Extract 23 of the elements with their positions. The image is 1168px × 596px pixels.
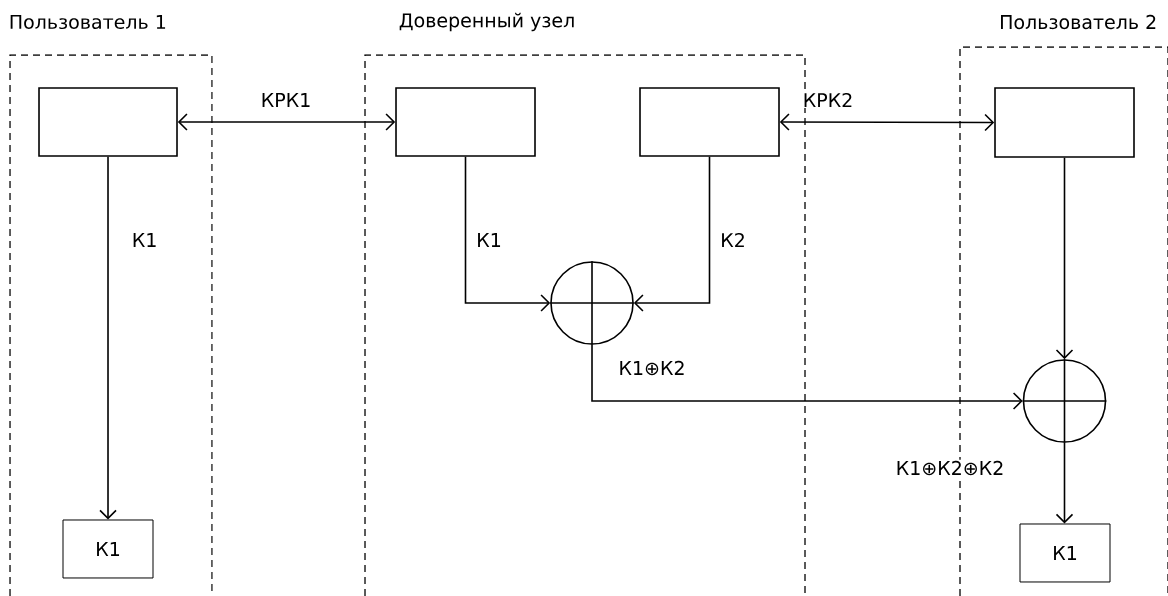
arrow — [1055, 442, 1074, 524]
text-box: К1 — [1019, 523, 1111, 583]
edge-label: К1⊕К2⊕К2 — [894, 459, 1006, 477]
edge-label: К2 — [719, 231, 747, 249]
edge-label: К1 — [475, 232, 503, 248]
text-box: К1 — [62, 519, 154, 579]
xor-symbol — [549, 260, 635, 346]
arrow — [779, 113, 995, 132]
edge-label: К1⊕К2 — [617, 359, 687, 377]
arrow — [633, 156, 711, 312]
edge-label: КРК1 — [259, 92, 313, 108]
arrow — [177, 113, 396, 131]
arrow — [1055, 157, 1074, 360]
empty-box — [639, 87, 780, 157]
empty-box — [994, 87, 1135, 158]
arrow — [464, 156, 551, 312]
edge-label: КРК2 — [801, 91, 855, 109]
xor-symbol — [1021, 358, 1108, 444]
arrow — [99, 156, 117, 520]
empty-box — [38, 87, 178, 157]
edge-label: К1 — [130, 232, 159, 248]
empty-box — [395, 87, 536, 157]
arrow — [591, 343, 1023, 410]
